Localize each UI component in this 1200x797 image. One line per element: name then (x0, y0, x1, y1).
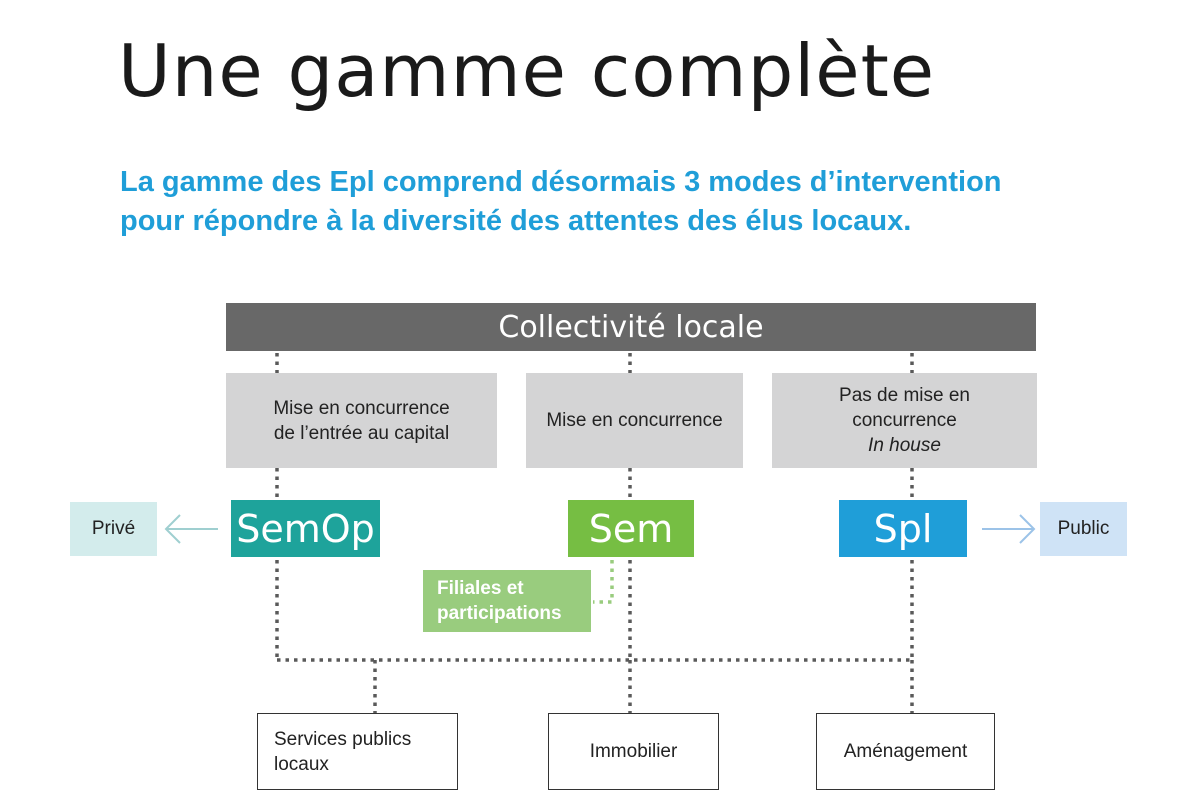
subtitle-line-2: pour répondre à la diversité des attente… (120, 205, 912, 237)
filiales-box: Filiales et participations (423, 570, 591, 632)
filiales-line-1: Filiales et (437, 578, 524, 599)
mode-spl-line-1: Pas de mise en (839, 385, 970, 406)
services-line-2: locaux (274, 753, 329, 775)
mode-semop-line-1: Mise en concurrence (273, 397, 450, 419)
immobilier-box: Immobilier (548, 713, 719, 790)
mode-semop-line-2: de l’entrée au capital (273, 422, 450, 444)
arrow-left-icon (164, 514, 218, 544)
mode-box-semop: Mise en concurrence de l’entrée au capit… (226, 373, 497, 468)
page-subtitle: La gamme des Epl comprend désormais 3 mo… (120, 163, 1120, 241)
semop-box: SemOp (231, 500, 380, 557)
mode-box-sem: Mise en concurrence (526, 373, 743, 468)
spl-box: Spl (839, 500, 967, 557)
subtitle-line-1: La gamme des Epl comprend désormais 3 mo… (120, 166, 1002, 198)
collectivite-locale-bar: Collectivité locale (226, 303, 1036, 351)
public-box: Public (1040, 502, 1127, 556)
connector-sem-filiales (593, 560, 614, 604)
page-title: Une gamme complète (118, 29, 936, 113)
mode-spl-line-2: concurrence (852, 410, 957, 431)
services-publics-box: Services publics locaux (257, 713, 458, 790)
mode-spl-line-3: In house (868, 435, 941, 456)
arrow-right-icon (982, 514, 1036, 544)
prive-box: Privé (70, 502, 157, 556)
mode-sem-label: Mise en concurrence (546, 410, 723, 431)
filiales-line-2: participations (437, 603, 562, 624)
amenagement-box: Aménagement (816, 713, 995, 790)
sem-box: Sem (568, 500, 694, 557)
services-line-1: Services publics (274, 728, 412, 750)
mode-box-spl: Pas de mise en concurrence In house (772, 373, 1037, 468)
